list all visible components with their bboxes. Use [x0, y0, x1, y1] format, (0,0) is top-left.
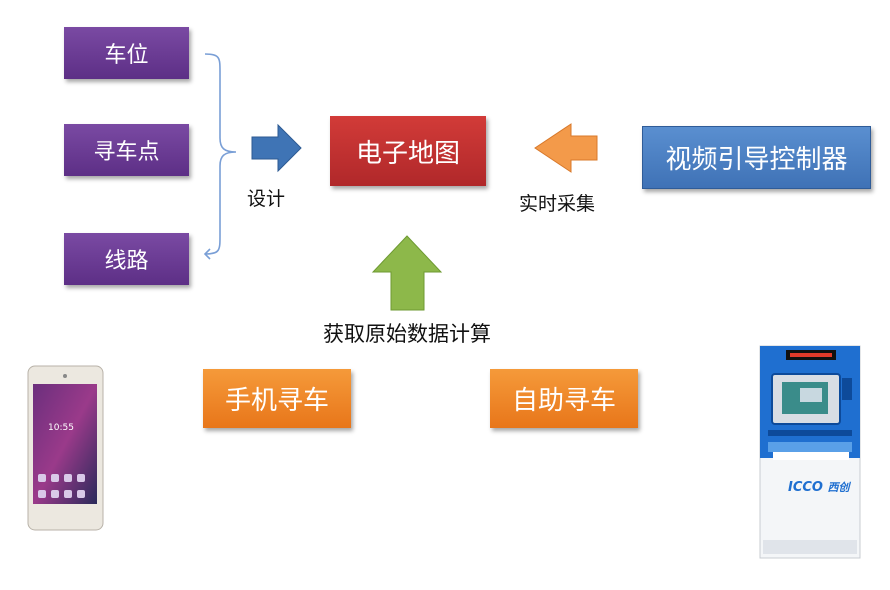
- kiosk-box-label: 自助寻车: [511, 386, 616, 416]
- left-item-label: 车位: [104, 43, 149, 68]
- mobile-car-search: 手机寻车: [203, 369, 351, 428]
- kiosk-brand-cn: 西创: [827, 481, 850, 494]
- right-title: 视频引导控制器: [665, 145, 848, 175]
- left-item-label: 线路: [104, 249, 149, 274]
- kiosk-brand-name: ICCO: [788, 480, 823, 495]
- label-compute: 获取原始数据计算: [323, 322, 491, 346]
- center-title: 电子地图: [355, 138, 460, 169]
- left-item-search-point: 寻车点: [64, 124, 189, 176]
- svg-text:10:55: 10:55: [48, 423, 74, 433]
- phone-box-label: 手机寻车: [224, 386, 329, 416]
- label-realtime: 实时采集: [519, 193, 596, 215]
- kiosk-brand: ICCO 西创: [788, 479, 850, 495]
- left-item-route: 线路: [64, 233, 189, 285]
- label-design: 设计: [247, 188, 286, 210]
- self-service-car-search: 自助寻车: [490, 369, 638, 428]
- video-guidance-controller: 视频引导控制器: [642, 126, 871, 189]
- center-electronic-map: 电子地图: [330, 116, 486, 186]
- left-item-label: 寻车点: [93, 140, 160, 165]
- left-item-parking-space: 车位: [64, 27, 189, 79]
